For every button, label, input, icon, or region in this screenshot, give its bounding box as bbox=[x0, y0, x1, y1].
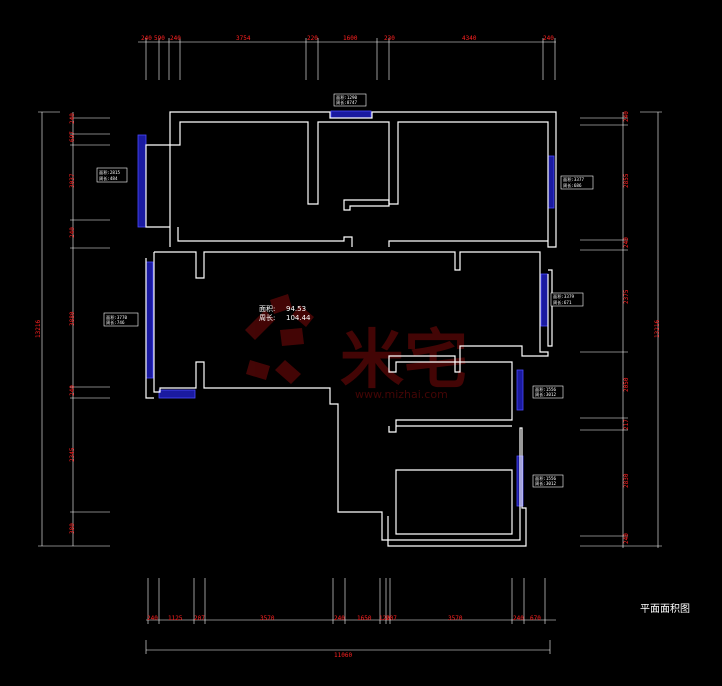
svg-text:周长:3012: 周长:3012 bbox=[535, 391, 556, 398]
svg-text:面积:3377: 面积:3377 bbox=[563, 176, 584, 183]
right-total: 13216 bbox=[654, 320, 661, 338]
svg-text:面积:3770: 面积:3770 bbox=[106, 314, 127, 321]
right-dimensions: 240 2855 240 2375 2050 217 2830 240 1321… bbox=[580, 111, 662, 548]
window-right-middle bbox=[540, 273, 549, 327]
top-dim-1: 240 bbox=[141, 35, 152, 42]
left-dimensions: 240 697 3037 240 3880 240 2345 380 13216 bbox=[35, 111, 110, 547]
watermark-text: 米宅 bbox=[340, 324, 468, 398]
left-dim-1: 240 bbox=[69, 113, 76, 124]
perimeter-label: 周长: bbox=[259, 313, 275, 322]
left-dim-3: 3037 bbox=[69, 173, 76, 188]
left-dim-8: 380 bbox=[69, 523, 76, 534]
svg-text:面积:3379: 面积:3379 bbox=[553, 293, 574, 300]
left-dim-2: 697 bbox=[69, 131, 76, 142]
bottom-dim-9: 3570 bbox=[448, 615, 463, 622]
window-right-top bbox=[547, 155, 555, 209]
top-dim-7: 230 bbox=[384, 35, 395, 42]
right-dim-6: 217 bbox=[623, 419, 630, 430]
top-dim-8: 4340 bbox=[462, 35, 477, 42]
svg-text:周长:3012: 周长:3012 bbox=[535, 480, 556, 487]
bottom-dim-3: 207 bbox=[194, 615, 205, 622]
bottom-dim-7: 120 bbox=[379, 615, 390, 622]
area-label: 面积: bbox=[259, 304, 275, 313]
watermark-url: www.mizhai.com bbox=[355, 388, 448, 401]
area-value: 94.53 bbox=[286, 305, 306, 313]
window-tag-6: 面积:1556 周长:3012 bbox=[532, 385, 564, 399]
window-tag-2: 面积:2815 周长:484 bbox=[96, 167, 128, 183]
watermark-logo bbox=[245, 294, 314, 384]
left-dim-7: 2345 bbox=[69, 447, 76, 462]
top-dim-4: 3754 bbox=[236, 35, 251, 42]
left-dim-5: 3880 bbox=[69, 311, 76, 326]
bottom-dim-1: 240 bbox=[147, 615, 158, 622]
top-dim-6: 1600 bbox=[343, 35, 358, 42]
top-dim-2: 590 bbox=[154, 35, 165, 42]
svg-text:面积:1290: 面积:1290 bbox=[336, 94, 357, 101]
bottom-dim-10: 240 bbox=[513, 615, 524, 622]
top-dim-5: 220 bbox=[307, 35, 318, 42]
right-dim-5: 2050 bbox=[623, 377, 630, 392]
top-dim-3: 240 bbox=[170, 35, 181, 42]
window-tags: 面积:1290 周长:8747 面积:2815 周长:484 面积:3377 周… bbox=[96, 93, 594, 488]
window-left-middle bbox=[145, 261, 154, 379]
window-tag-4: 面积:3770 周长:746 bbox=[103, 312, 139, 327]
svg-text:面积:2815: 面积:2815 bbox=[99, 169, 120, 176]
right-dim-7: 2830 bbox=[623, 473, 630, 488]
right-dim-3: 240 bbox=[623, 237, 630, 248]
window-tag-5: 面积:3379 周长:671 bbox=[550, 292, 584, 307]
bottom-dimensions: 240 1125 207 3570 240 1650 120 207 3570 … bbox=[145, 578, 556, 659]
right-dim-8: 240 bbox=[623, 533, 630, 544]
bottom-dim-6: 1650 bbox=[357, 615, 372, 622]
bottom-dim-8: 207 bbox=[386, 615, 397, 622]
right-dim-1: 240 bbox=[623, 111, 630, 122]
bottom-dim-5: 240 bbox=[334, 615, 345, 622]
svg-text:周长:671: 周长:671 bbox=[553, 299, 572, 306]
svg-text:周长:484: 周长:484 bbox=[99, 175, 118, 182]
svg-text:面积:1556: 面积:1556 bbox=[535, 475, 556, 482]
right-dim-2: 2855 bbox=[623, 173, 630, 188]
bottom-total: 11060 bbox=[334, 652, 352, 659]
window-tag-1: 面积:1290 周长:8747 bbox=[333, 93, 367, 107]
left-dim-4: 240 bbox=[69, 227, 76, 238]
walls bbox=[145, 111, 557, 547]
watermark: 米宅 www.mizhai.com bbox=[245, 294, 468, 401]
bottom-dim-2: 1125 bbox=[168, 615, 183, 622]
svg-text:周长:746: 周长:746 bbox=[106, 319, 125, 326]
top-dim-9: 240 bbox=[543, 35, 554, 42]
perimeter-value: 104.44 bbox=[286, 314, 311, 322]
window-top-middle bbox=[330, 110, 372, 119]
svg-text:周长:8747: 周长:8747 bbox=[336, 99, 357, 106]
bottom-dim-4: 3570 bbox=[260, 615, 275, 622]
area-annotation: 面积: 94.53 周长: 104.44 bbox=[259, 304, 311, 322]
plan-title: 平面面积图 bbox=[640, 604, 690, 615]
window-right-lower1 bbox=[516, 369, 524, 411]
window-tag-7: 面积:1556 周长:3012 bbox=[532, 474, 564, 488]
left-total: 13216 bbox=[35, 320, 42, 338]
right-dim-4: 2375 bbox=[623, 289, 630, 304]
windows bbox=[137, 110, 555, 507]
window-left-top bbox=[137, 134, 147, 228]
svg-text:面积:1556: 面积:1556 bbox=[535, 386, 556, 393]
bottom-dim-11: 670 bbox=[530, 615, 541, 622]
svg-text:周长:686: 周长:686 bbox=[563, 182, 582, 189]
top-dimensions: 240 590 240 3754 220 1600 230 4340 240 bbox=[138, 35, 556, 80]
window-bottom-left bbox=[158, 389, 196, 399]
window-tag-3: 面积:3377 周长:686 bbox=[560, 175, 594, 190]
left-dim-6: 240 bbox=[69, 385, 76, 396]
